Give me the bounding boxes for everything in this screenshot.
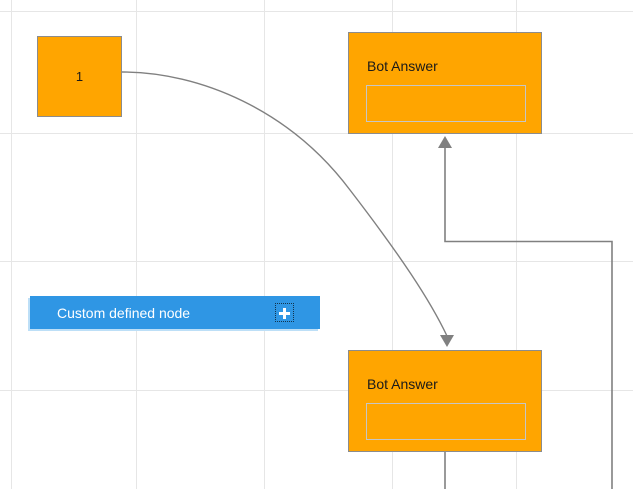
up-arrowhead-icon [438, 136, 452, 148]
grid-line-vertical [264, 0, 265, 489]
plus-icon-vertical-bar [283, 308, 286, 319]
down-arrowhead-icon [440, 335, 454, 347]
node-bot-answer-bottom-slot[interactable] [366, 403, 526, 440]
edge-curved-node1-to-bot-answer-bottom[interactable] [121, 71, 454, 347]
grid-line-horizontal [0, 261, 633, 262]
grid-line-vertical [11, 0, 12, 489]
node-bot-answer-top-slot[interactable] [366, 85, 526, 122]
custom-defined-node-bar[interactable]: Custom defined node [30, 296, 320, 329]
node-bot-answer-bottom-title: Bot Answer [367, 376, 438, 392]
node-1-label: 1 [75, 69, 84, 84]
node-bot-answer-top-title: Bot Answer [367, 58, 438, 74]
grid-line-horizontal [0, 11, 633, 12]
grid-line-horizontal [0, 133, 633, 134]
node-bot-answer-bottom[interactable]: Bot Answer [348, 350, 542, 452]
edge-path [121, 71, 448, 337]
edge-orthogonal-into-bot-answer-top[interactable] [438, 136, 613, 489]
grid-line-horizontal [0, 390, 633, 391]
grid-line-vertical [136, 0, 137, 489]
edge-path [444, 147, 613, 489]
grid-line-vertical [516, 0, 517, 489]
node-bot-answer-top[interactable]: Bot Answer [348, 32, 542, 134]
custom-defined-node-label: Custom defined node [57, 304, 191, 321]
grid-line-vertical [392, 0, 393, 489]
plus-icon[interactable] [275, 303, 294, 322]
node-1[interactable]: 1 [37, 36, 122, 117]
